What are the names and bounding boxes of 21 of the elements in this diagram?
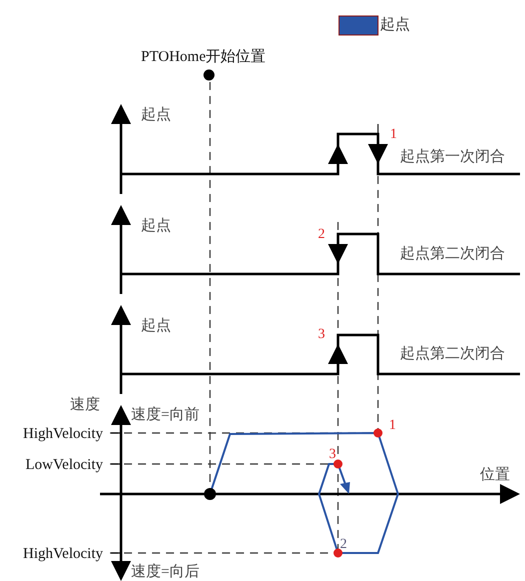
legend-label: 起点 [380, 16, 410, 34]
axis-label: 位置 [480, 466, 510, 484]
signal-label: 起点第二次闭合 [400, 345, 505, 363]
signal-label: 起点 [141, 217, 171, 235]
axis-value-label: HighVelocity [23, 425, 103, 443]
axis-value-label: LowVelocity [26, 456, 103, 474]
signal-label: 起点 [141, 106, 171, 124]
callout-number: 2 [318, 226, 325, 244]
callout-number: 1 [389, 417, 396, 435]
callout-number: 1 [390, 126, 397, 144]
signal-label: 起点第二次闭合 [400, 245, 505, 263]
signal-label: 起点第一次闭合 [400, 148, 505, 166]
axis-label: 速度 [70, 396, 100, 414]
signal-label: 起点 [141, 317, 171, 335]
direction-label: 速度=向前 [131, 406, 200, 424]
axis-value-label: HighVelocity [23, 545, 103, 563]
callout-number: 2 [340, 536, 347, 554]
direction-label: 速度=向后 [131, 563, 200, 581]
callout-number: 3 [318, 326, 325, 344]
position-label: PTOHome开始位置 [141, 48, 266, 66]
callout-number: 3 [329, 446, 336, 464]
